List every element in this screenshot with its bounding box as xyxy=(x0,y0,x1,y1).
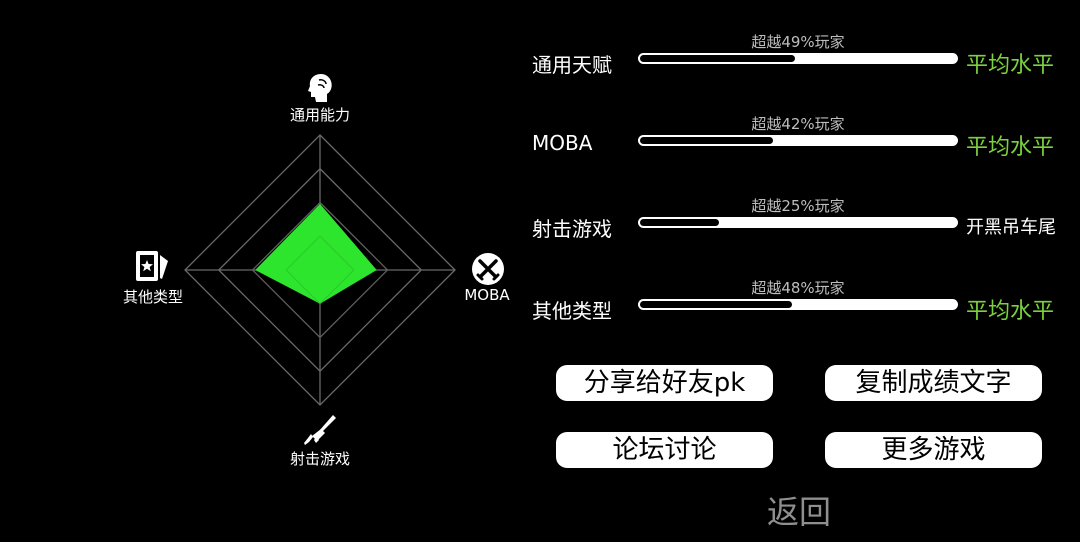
forum-button[interactable]: 论坛讨论 xyxy=(556,432,773,468)
stat-rank: 开黑吊车尾 xyxy=(966,217,1056,238)
radar-value-polygon xyxy=(255,203,377,304)
progress-bar xyxy=(638,53,958,64)
stat-row-general: 通用天赋 超越49%玩家 平均水平 xyxy=(532,33,1072,78)
radar-label-other: 其他类型 xyxy=(122,288,184,306)
crossed-swords-icon xyxy=(472,253,504,285)
radar-ring-overlay xyxy=(285,235,355,305)
progress-fill xyxy=(640,219,719,226)
stat-caption: 超越42%玩家 xyxy=(751,115,845,133)
cards-icon xyxy=(136,251,168,281)
stat-name: 射击游戏 xyxy=(532,217,612,241)
radar-label-moba: MOBA xyxy=(464,286,510,304)
progress-fill xyxy=(640,301,792,308)
progress-fill xyxy=(640,137,773,144)
radar-chart xyxy=(184,134,456,406)
more-games-button[interactable]: 更多游戏 xyxy=(825,432,1042,468)
radar-label-shooter: 射击游戏 xyxy=(289,450,351,468)
stat-caption: 超越48%玩家 xyxy=(751,279,845,297)
stat-name: MOBA xyxy=(532,131,593,155)
radar-label-general: 通用能力 xyxy=(289,106,351,124)
stat-caption: 超越25%玩家 xyxy=(751,197,845,215)
stat-rank: 平均水平 xyxy=(966,299,1055,324)
progress-bar xyxy=(638,135,958,146)
radar-ring-overlay xyxy=(251,201,389,339)
copy-results-button[interactable]: 复制成绩文字 xyxy=(825,365,1042,401)
stat-caption: 超越49%玩家 xyxy=(751,33,845,51)
stat-name: 其他类型 xyxy=(532,299,612,323)
stat-rank: 平均水平 xyxy=(966,53,1055,78)
stat-name: 通用天赋 xyxy=(532,53,612,77)
stat-row-shooter: 射击游戏 超越25%玩家 开黑吊车尾 xyxy=(532,197,1072,241)
progress-bar xyxy=(638,299,958,310)
progress-fill xyxy=(640,55,795,62)
stat-row-other: 其他类型 超越48%玩家 平均水平 xyxy=(532,279,1072,324)
progress-bar xyxy=(638,217,958,228)
back-button[interactable]: 返回 xyxy=(767,493,832,531)
head-icon xyxy=(308,74,332,102)
rifle-icon xyxy=(304,415,336,445)
share-button[interactable]: 分享给好友pk xyxy=(556,365,773,401)
stat-rank: 平均水平 xyxy=(966,135,1055,160)
stat-row-moba: MOBA 超越42%玩家 平均水平 xyxy=(532,115,1072,160)
